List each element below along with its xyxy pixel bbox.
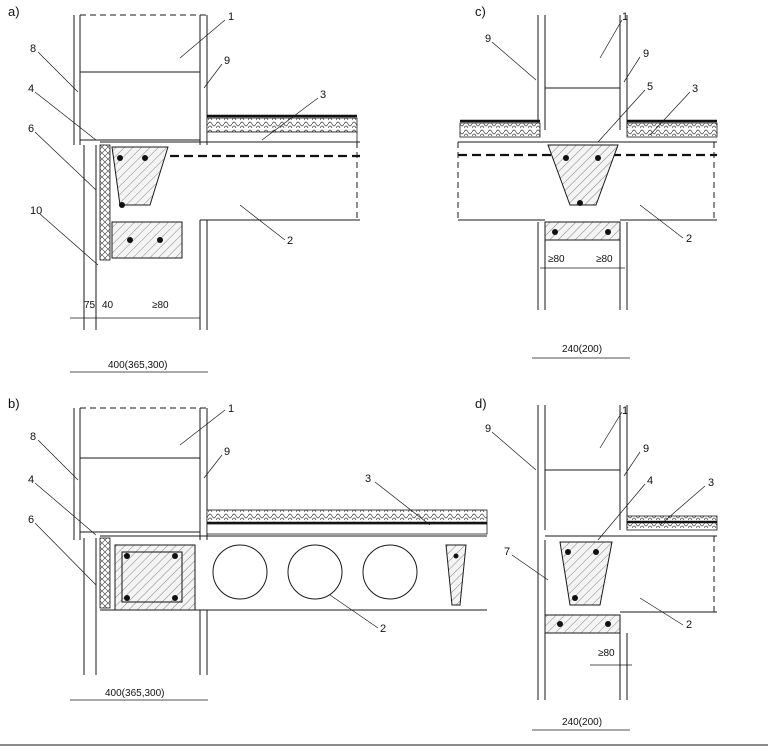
svg-text:8: 8 — [30, 43, 36, 55]
svg-text:6: 6 — [28, 123, 34, 135]
svg-text:10: 10 — [30, 205, 42, 217]
svg-text:75: 75 — [84, 300, 96, 311]
panel-b-label: b) — [8, 396, 20, 411]
svg-text:400(365,300): 400(365,300) — [108, 360, 168, 371]
svg-text:40: 40 — [102, 300, 114, 311]
svg-text:240(200): 240(200) — [562, 344, 602, 355]
svg-text:7: 7 — [504, 546, 510, 558]
svg-text:3: 3 — [708, 477, 714, 489]
svg-text:8: 8 — [30, 431, 36, 443]
panel-c: c) ≥80 ≥80 240(200) 1 9 9 5 — [457, 4, 718, 359]
svg-text:2: 2 — [686, 619, 692, 631]
svg-text:≥80: ≥80 — [548, 254, 565, 265]
svg-text:3: 3 — [320, 89, 326, 101]
svg-text:9: 9 — [643, 48, 649, 60]
svg-text:1: 1 — [228, 403, 234, 415]
svg-text:9: 9 — [485, 33, 491, 45]
svg-text:3: 3 — [692, 83, 698, 95]
panel-d: d) ≥80 240(200) 1 9 9 4 3 7 2 — [475, 396, 718, 731]
svg-text:3: 3 — [365, 473, 371, 485]
svg-text:6: 6 — [28, 514, 34, 526]
svg-text:9: 9 — [224, 446, 230, 458]
svg-text:5: 5 — [647, 81, 653, 93]
panel-c-label: c) — [475, 4, 486, 19]
svg-text:4: 4 — [28, 83, 34, 95]
svg-text:4: 4 — [28, 474, 34, 486]
svg-text:240(200): 240(200) — [562, 717, 602, 728]
panel-b: b) 400(365,300) 1 8 9 3 4 — [8, 396, 488, 701]
svg-text:4: 4 — [647, 475, 653, 487]
svg-text:2: 2 — [380, 623, 386, 635]
panel-d-label: d) — [475, 396, 487, 411]
svg-text:2: 2 — [686, 233, 692, 245]
svg-text:≥80: ≥80 — [596, 254, 613, 265]
svg-text:≥80: ≥80 — [152, 300, 169, 311]
svg-text:≥80: ≥80 — [598, 648, 615, 659]
svg-text:1: 1 — [622, 11, 628, 23]
svg-text:2: 2 — [287, 235, 293, 247]
svg-text:400(365,300): 400(365,300) — [105, 688, 165, 699]
svg-text:1: 1 — [622, 405, 628, 417]
panel-a: a) 75 40 ≥80 — [8, 4, 360, 373]
svg-text:9: 9 — [224, 55, 230, 67]
svg-text:1: 1 — [228, 11, 234, 23]
svg-text:9: 9 — [485, 423, 491, 435]
svg-text:9: 9 — [643, 443, 649, 455]
panel-a-label: a) — [8, 4, 20, 19]
